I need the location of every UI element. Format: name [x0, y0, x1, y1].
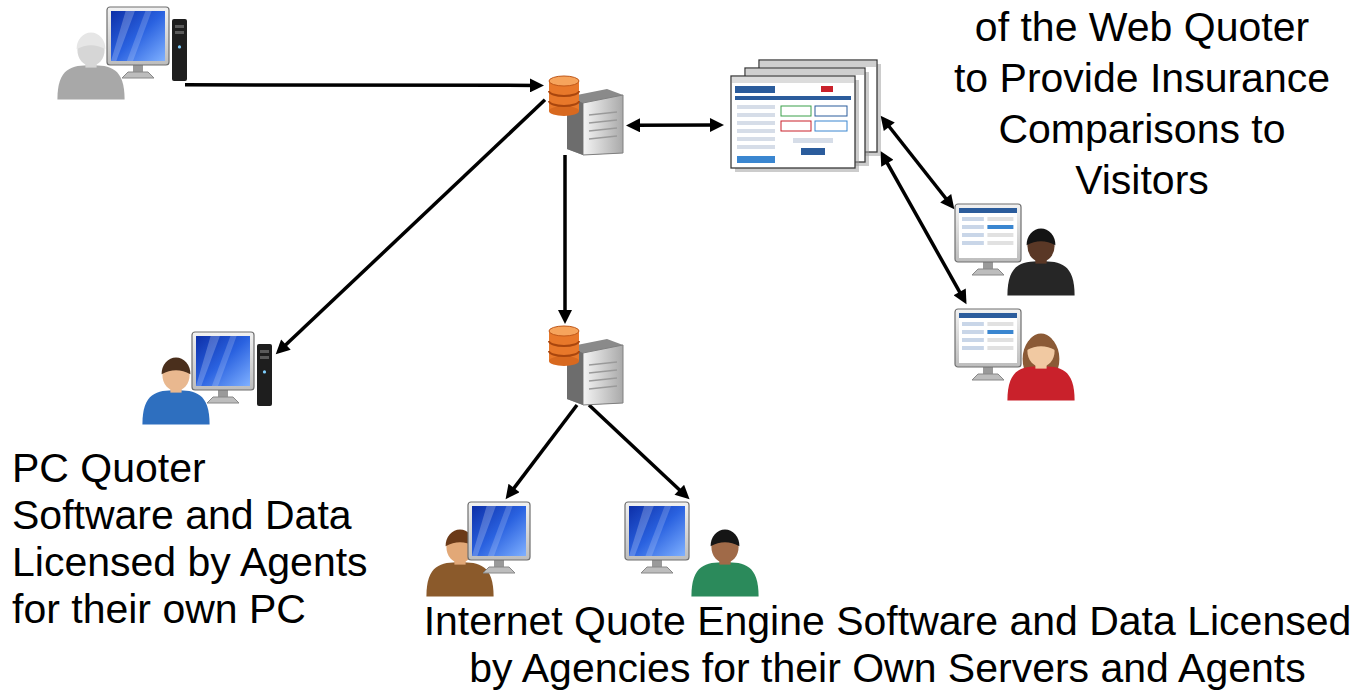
computer-user-icon: [955, 305, 1075, 405]
flow-arrow: [884, 157, 963, 298]
icon-drawing: [955, 200, 1075, 300]
caption-label: Internet Quote Engine Software and Data …: [410, 598, 1365, 692]
web-quoter-pages: of the Web Quoter to Provide Insurance C…: [725, 60, 880, 170]
flow-arrow: [510, 405, 577, 494]
flow-arrow: [589, 405, 684, 495]
node-caption: PC Quoter Software and Data Licensed by …: [12, 445, 374, 633]
flow-arrow: [563, 155, 567, 317]
flow-arrow: [281, 100, 545, 350]
icon-drawing: [955, 305, 1075, 405]
icon-drawing: [545, 325, 625, 405]
computer-user-icon: PC Quoter Software and Data Licensed by …: [140, 330, 275, 430]
computer-user-icon: [625, 500, 770, 600]
icon-drawing: [140, 330, 275, 430]
computer-user-icon: [55, 5, 185, 100]
flow-arrow: [885, 121, 950, 203]
node-caption: of the Web Quoter to Provide Insurance C…: [953, 2, 1331, 206]
computer-user-icon: [430, 500, 530, 600]
server-icon: [545, 325, 625, 405]
icon-drawing: [430, 500, 530, 600]
icon-drawing: [725, 60, 880, 170]
icon-drawing: [625, 500, 770, 600]
icon-drawing: [545, 75, 625, 155]
computer-user-icon: [955, 200, 1075, 300]
server-icon: [545, 75, 625, 155]
flow-arrow: [633, 123, 717, 127]
flow-arrow: [185, 83, 537, 87]
icon-drawing: [55, 5, 185, 100]
